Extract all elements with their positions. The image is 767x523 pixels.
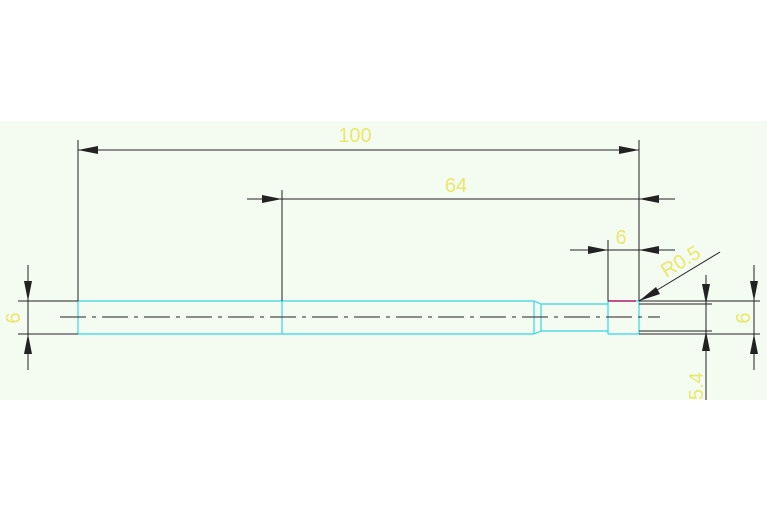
dim-lower-partial: 5.4 (686, 372, 708, 400)
arrowheads (24, 146, 758, 354)
dim-length-64: 64 (445, 175, 467, 197)
dim-end-length: 6 (615, 227, 626, 249)
dim-overall-length: 100 (338, 125, 371, 147)
dim-left-height: 6 (3, 312, 25, 323)
dim-right-height: 6 (733, 312, 755, 323)
drawing-area (0, 121, 767, 400)
